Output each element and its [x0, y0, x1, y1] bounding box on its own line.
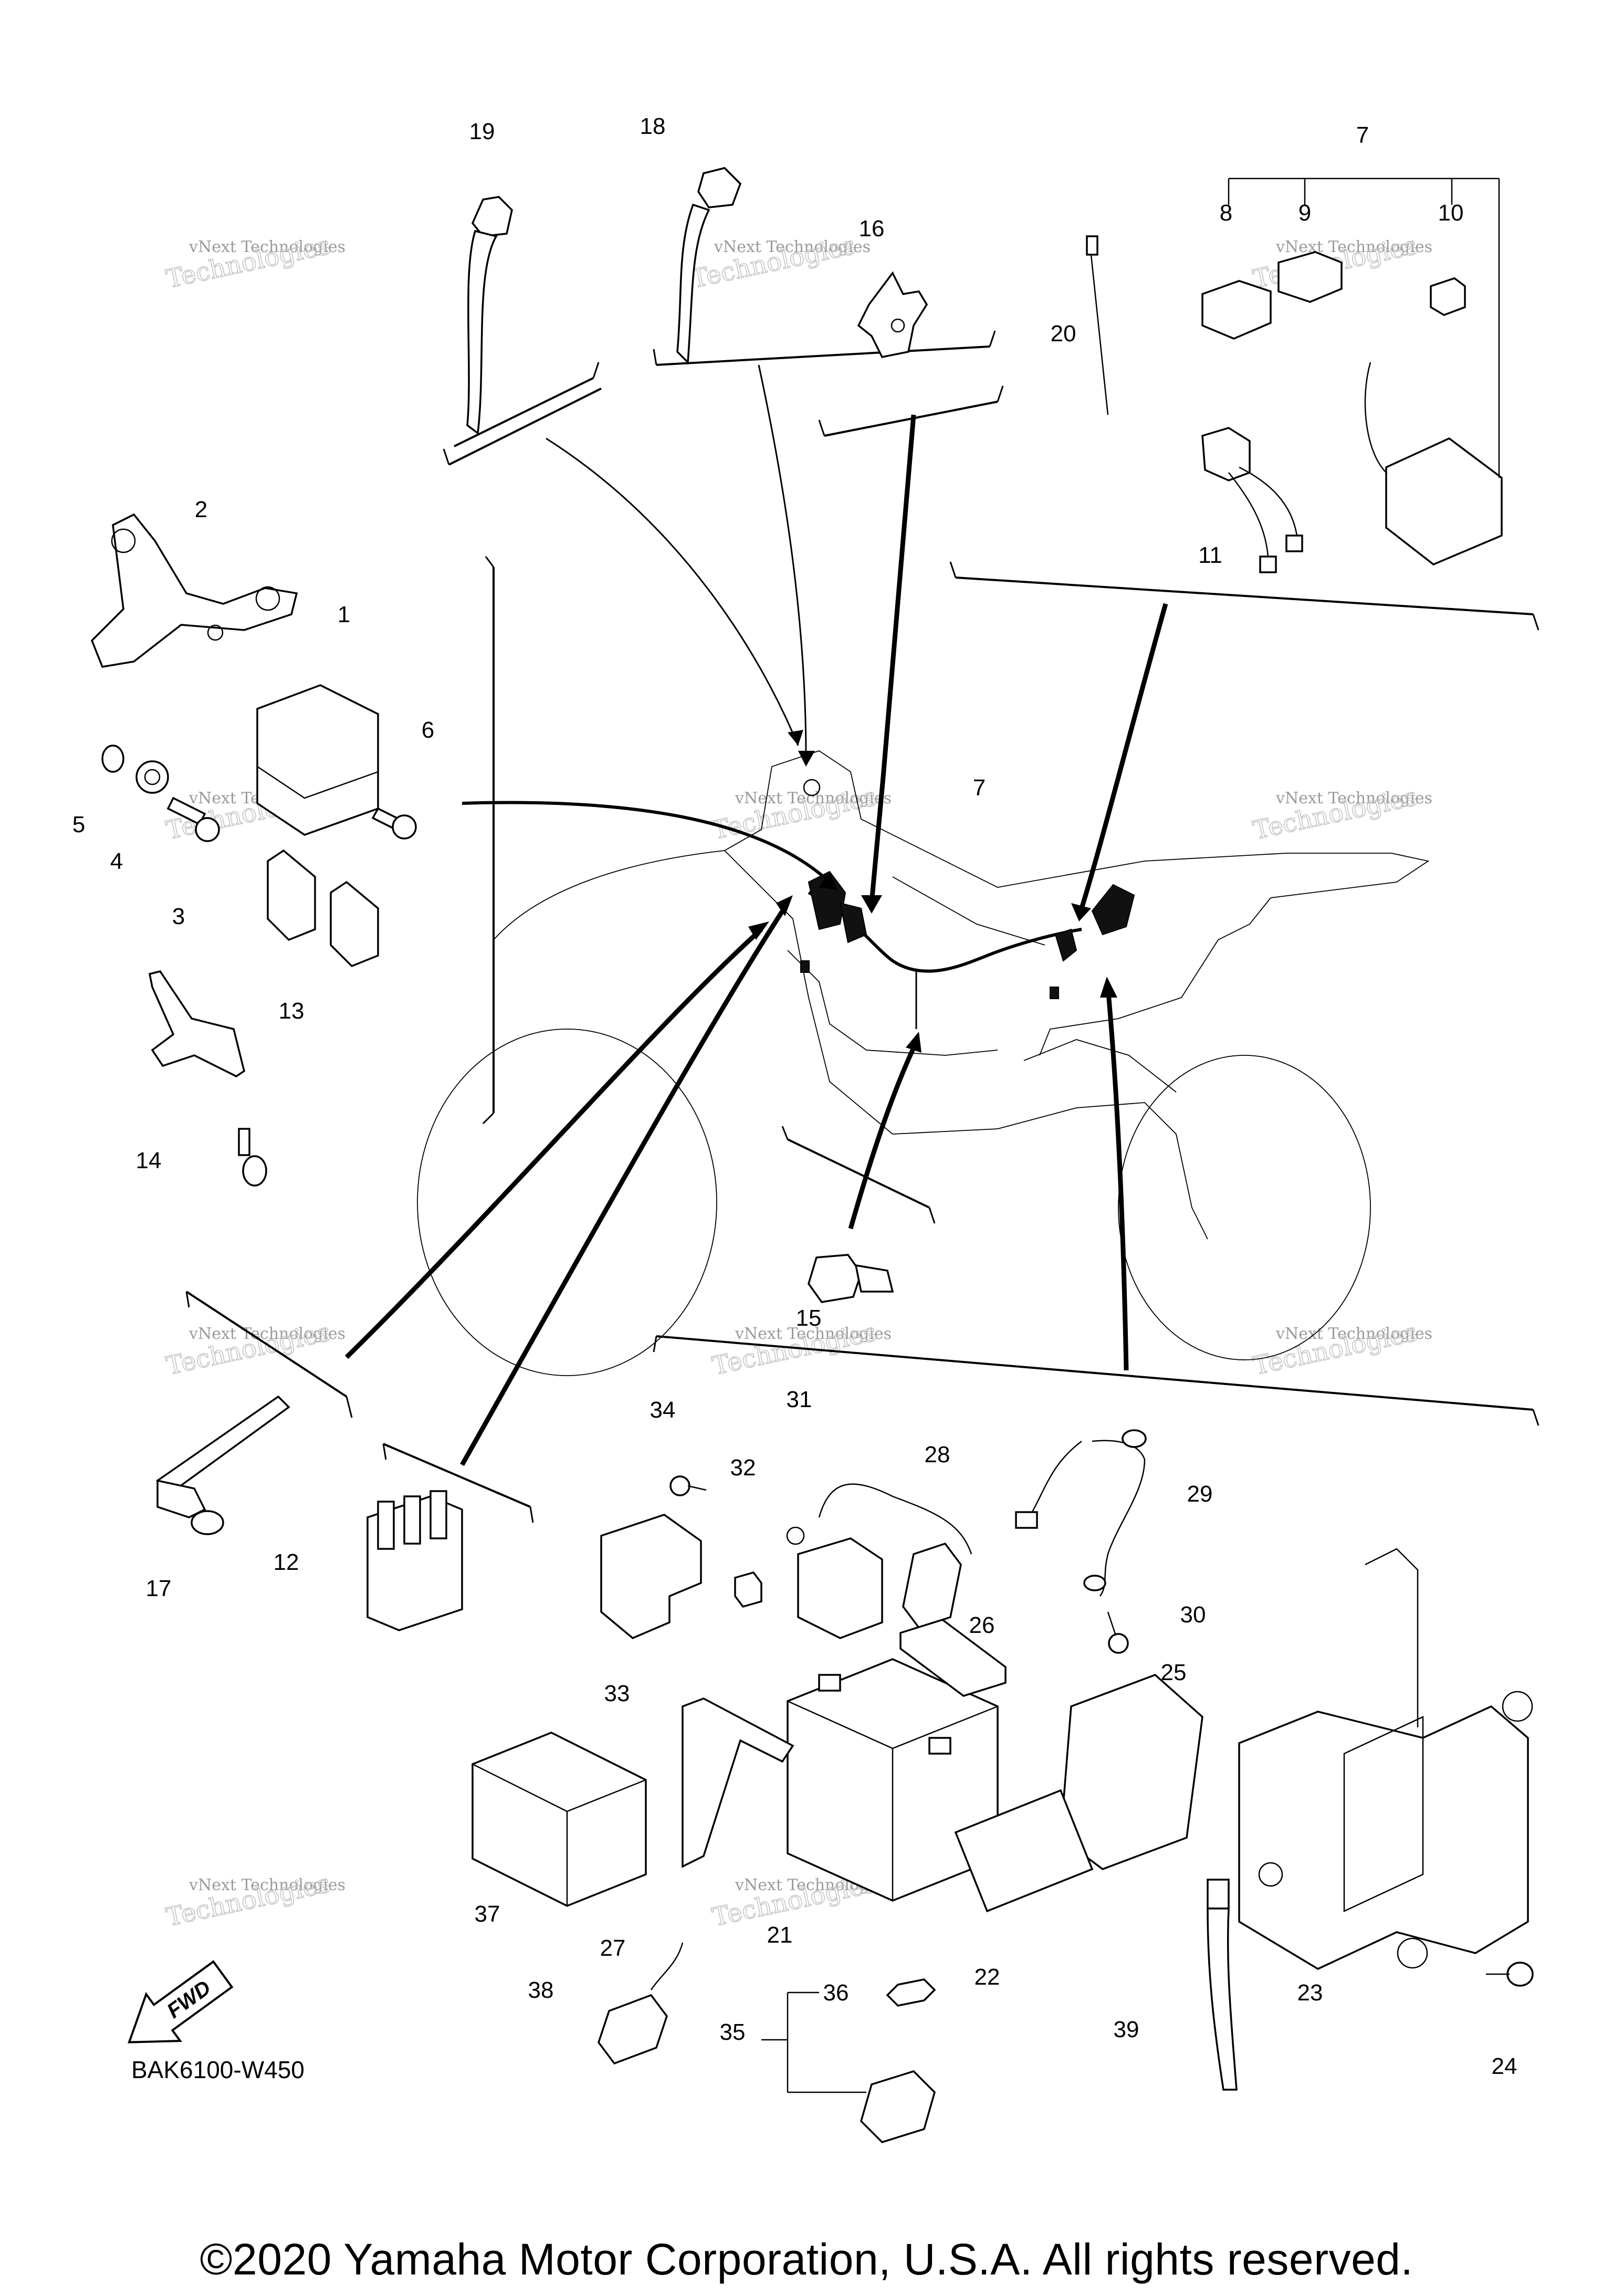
- bolt-30: [1107, 1611, 1129, 1654]
- callout-32: 32: [730, 1455, 756, 1481]
- callout-30: 30: [1180, 1602, 1206, 1628]
- bracket-leaders: [185, 330, 1539, 1523]
- battery-box-23: [1238, 1548, 1533, 1970]
- cable-tie-19: [466, 196, 513, 435]
- relay-8: [1201, 280, 1272, 340]
- clamp-16: [857, 271, 928, 358]
- callout-19: 19: [469, 119, 495, 144]
- bracket-13: [148, 970, 245, 1078]
- case-22: [954, 1789, 1094, 1913]
- callout-15: 15: [796, 1305, 822, 1331]
- watermark-text: vNext Technologies: [1275, 789, 1432, 808]
- watermark-text: vNext Technologies: [714, 238, 871, 256]
- watermark-text: vNext Technologies: [188, 238, 345, 256]
- callout-34: 34: [650, 1397, 676, 1423]
- callout-5: 5: [72, 812, 85, 837]
- callout-3: 3: [172, 904, 185, 929]
- callout-39: 39: [1114, 2017, 1139, 2042]
- fuse-10: [1430, 277, 1466, 316]
- insulator-26: [899, 1619, 1007, 1697]
- callout-20: 20: [1051, 321, 1076, 347]
- callout-26: 26: [969, 1612, 995, 1638]
- bracket-2: [90, 513, 298, 668]
- callout-1: 1: [338, 602, 350, 627]
- relay-9: [1277, 251, 1343, 303]
- callout-38: 38: [528, 1977, 554, 2003]
- sensor-38: [598, 1942, 684, 2065]
- bolt-24: [1486, 1962, 1534, 1987]
- callout-14: 14: [136, 1148, 162, 1173]
- cover-28: [902, 1542, 962, 1629]
- callout-25: 25: [1161, 1660, 1187, 1685]
- starter-relay-31: [786, 1483, 972, 1639]
- callout-22: 22: [975, 1964, 1000, 1990]
- callout-13: 13: [279, 998, 305, 1024]
- band-27: [682, 1697, 794, 1868]
- case-37: [472, 1732, 647, 1907]
- callout-27: 27: [600, 1935, 626, 1961]
- fuse-box-7: [1364, 362, 1503, 566]
- callout-9: 9: [1298, 200, 1311, 226]
- callout-21: 21: [767, 1922, 793, 1948]
- watermark-text: vNext Technologies: [735, 789, 892, 808]
- watermark-text: vNext Technologies: [1275, 238, 1432, 256]
- bolt-6: [371, 807, 417, 840]
- callout-36: 36: [823, 1980, 849, 2006]
- callout-7: 7: [973, 775, 986, 801]
- callout-10: 10: [1438, 200, 1464, 226]
- bolt-3: [166, 796, 220, 842]
- fuse-32: [734, 1571, 762, 1608]
- watermark-text: vNext Technologies: [735, 1325, 892, 1343]
- copyright-notice: ©2020 Yamaha Motor Corporation, U.S.A. A…: [200, 2235, 1413, 2284]
- rectifier-regulator-1: [256, 684, 379, 968]
- watermark-text: vNext Technologies: [188, 1325, 345, 1343]
- bolt-34: [669, 1475, 707, 1496]
- cable-tie-18: [676, 167, 742, 364]
- callout-35: 35: [720, 2019, 746, 2045]
- battery-21: [787, 1658, 999, 1902]
- wire-harness-assembly: [800, 779, 1135, 1029]
- callout-8: 8: [1220, 200, 1232, 226]
- grommet-4: [135, 760, 169, 794]
- callout-7: 7: [1356, 122, 1369, 148]
- callout-12: 12: [274, 1549, 299, 1575]
- callout-4: 4: [110, 848, 123, 874]
- callout-28: 28: [925, 1442, 950, 1467]
- bolt-14: [238, 1128, 267, 1187]
- callout-31: 31: [787, 1387, 812, 1412]
- callout-33: 33: [604, 1681, 630, 1706]
- callout-37: 37: [475, 1901, 500, 1927]
- fwd-arrow-icon: FWD: [128, 1960, 234, 2043]
- callout-24: 24: [1492, 2053, 1517, 2079]
- diagram-code: BAK6100-W450: [131, 2056, 305, 2083]
- callout-18: 18: [640, 113, 666, 139]
- callout-6: 6: [422, 717, 434, 743]
- watermark-text: vNext Technologies: [1275, 1325, 1432, 1343]
- cable-tie-39: [1207, 1879, 1238, 2091]
- battery-cable-29: [1015, 1429, 1147, 1597]
- callout-11: 11: [1198, 542, 1222, 568]
- watermark-text: vNext Technologies: [188, 1876, 345, 1894]
- callout-17: 17: [146, 1576, 172, 1601]
- callout-23: 23: [1297, 1980, 1323, 2006]
- collar-5: [101, 745, 124, 773]
- connector-11: [1201, 427, 1303, 573]
- band-17: [155, 1395, 290, 1535]
- motorcycle-outline: [417, 750, 1430, 1376]
- cable-tie-20: [1086, 235, 1109, 415]
- relay-33: [600, 1514, 702, 1640]
- insulator-25: [1060, 1673, 1203, 1870]
- callout-16: 16: [859, 216, 885, 242]
- coupler-12: [366, 1490, 463, 1631]
- tip-over-sensor-35: [860, 1978, 936, 2143]
- bolt-15: [808, 1254, 894, 1303]
- callout-29: 29: [1187, 1481, 1213, 1507]
- callout-2: 2: [195, 497, 207, 522]
